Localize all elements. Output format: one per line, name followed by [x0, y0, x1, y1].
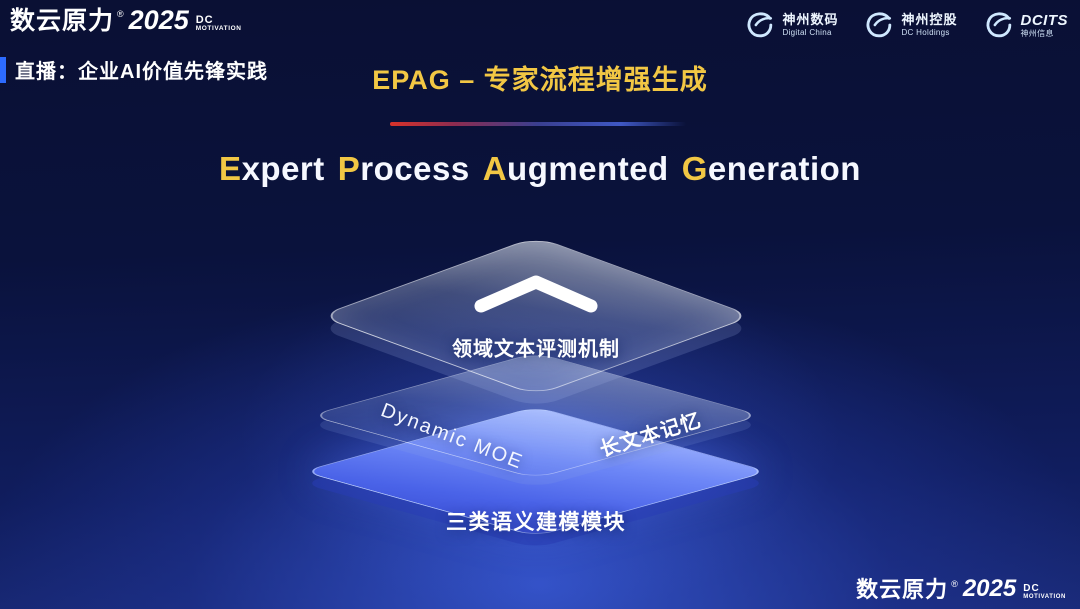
- footer-brand-dc-motivation: DC MOTIVATION: [1023, 584, 1066, 601]
- subtitle-initial: P: [337, 150, 361, 187]
- logo-texts: DCITS 神州信息: [1021, 12, 1069, 38]
- logo-texts: 神州控股 DC Holdings: [901, 11, 958, 37]
- logo-texts: 神州数码 Digital China: [782, 11, 839, 37]
- logo-subtitle: 神州信息: [1020, 29, 1054, 39]
- logo-subtitle: Digital China: [782, 27, 832, 37]
- dc-holdings-swoosh-icon: [867, 12, 892, 38]
- brand-dc: DC: [195, 14, 214, 27]
- page-title: EPAG – 专家流程增强生成: [372, 65, 708, 95]
- footer-brand-motivation: MOTIVATION: [1023, 594, 1066, 600]
- bottom-layer-label: 三类语义建模模块: [446, 511, 626, 534]
- subtitle-word: Generation: [682, 150, 861, 188]
- live-label: 直播：企业AI价值先锋实践: [15, 61, 268, 83]
- subtitle-rest: eneration: [707, 150, 861, 187]
- logo-name: 神州数码: [782, 11, 839, 27]
- logo-name: 神州控股: [901, 11, 958, 27]
- digital-china-logo: 神州数码 Digital China: [745, 10, 838, 40]
- subtitle-initial: A: [482, 150, 508, 187]
- logo-subtitle: DC Holdings: [901, 27, 950, 37]
- subtitle-rest: rocess: [360, 150, 470, 187]
- subtitle-word: Expert: [219, 150, 325, 188]
- footer-brand-dc: DC: [1023, 583, 1040, 594]
- subtitle-word: Augmented: [483, 150, 669, 188]
- live-accent-bar: [0, 56, 6, 83]
- subtitle-rest: xpert: [241, 150, 325, 187]
- dcits-logo: DCITS 神州信息: [984, 10, 1069, 40]
- footer-brand-year: 2025: [962, 575, 1017, 603]
- chevron-up-icon: [471, 272, 601, 321]
- logo-name: DCITS: [1020, 11, 1068, 29]
- subtitle: Expert Process Augmented Generation: [0, 150, 1080, 188]
- digital-china-swoosh-icon: [748, 12, 773, 38]
- subtitle-initial: G: [681, 150, 708, 187]
- live-banner: 直播：企业AI价值先锋实践: [0, 55, 268, 84]
- partner-logos: 神州数码 Digital China 神州控股 DC Holdings DCIT…: [745, 10, 1068, 40]
- top-layer-label: 领域文本评测机制: [452, 338, 620, 361]
- title-divider: [390, 122, 686, 126]
- footer-brand-logo: 数云原力 ® 2025 DC MOTIVATION: [856, 575, 1066, 603]
- footer-brand-name: 数云原力: [856, 577, 949, 602]
- dcits-swoosh-icon: [986, 12, 1011, 38]
- brand-year: 2025: [128, 5, 189, 35]
- brand-name: 数云原力: [10, 6, 115, 35]
- brand-registered-mark: ®: [117, 9, 124, 19]
- subtitle-rest: ugmented: [507, 150, 669, 187]
- dc-holdings-logo: 神州控股 DC Holdings: [864, 10, 957, 40]
- footer-brand-registered-mark: ®: [951, 579, 958, 590]
- brand-motivation: MOTIVATION: [195, 25, 242, 33]
- brand-logo: 数云原力 ® 2025 DC MOTIVATION: [10, 5, 242, 35]
- subtitle-initial: E: [219, 150, 242, 187]
- brand-dc-motivation: DC MOTIVATION: [196, 15, 242, 34]
- subtitle-word: Process: [338, 150, 470, 188]
